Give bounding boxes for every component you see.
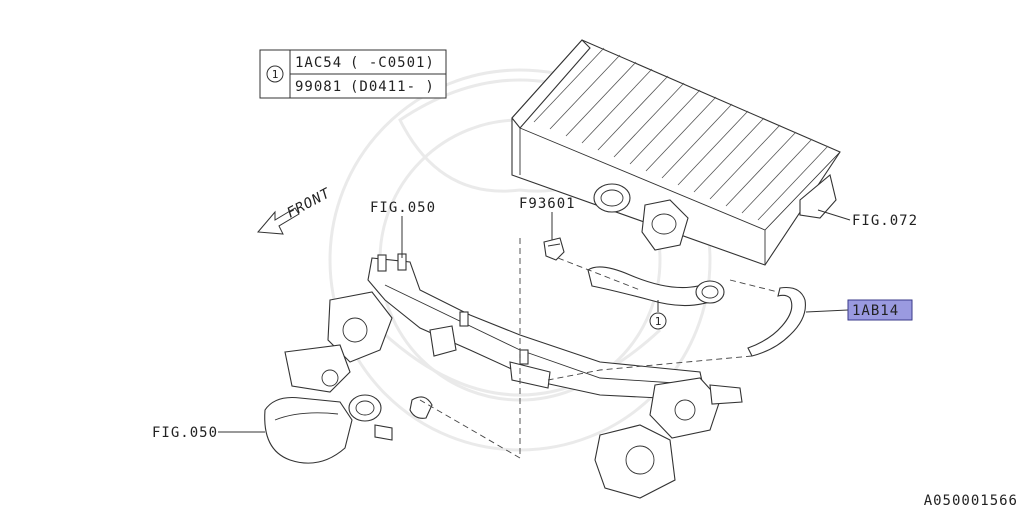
assembly-dashed-lines	[419, 238, 779, 459]
fig-050-top-label[interactable]: FIG.050	[370, 200, 436, 216]
hose-1ab14[interactable]	[747, 286, 806, 357]
leader-lines	[218, 209, 851, 433]
part-range-2: (D0411- )	[350, 79, 435, 95]
clip-f93601[interactable]	[543, 237, 565, 261]
callout-ref-number: 1	[655, 315, 662, 328]
highlight-1ab14[interactable]: 1AB14	[847, 299, 913, 321]
f93601-label[interactable]: F93601	[519, 196, 576, 212]
front-label: FRONT	[284, 185, 334, 222]
ref-circle	[266, 65, 284, 83]
air-intake-duct[interactable]	[264, 394, 433, 464]
intercooler[interactable]	[511, 39, 841, 266]
intake-manifold[interactable]	[284, 253, 743, 499]
parts-table: 1 1AC54 ( -C0501) 99081 (D0411- )	[259, 49, 447, 99]
table-ref-number: 1	[272, 68, 279, 81]
fig-050-left-label[interactable]: FIG.050	[152, 425, 218, 441]
part-number-1[interactable]: 1AC54	[295, 55, 342, 71]
fig-072-label[interactable]: FIG.072	[852, 213, 918, 229]
part-range-1: ( -C0501)	[350, 55, 435, 71]
front-arrow: FRONT	[256, 185, 334, 235]
intercooler-fins	[533, 47, 829, 221]
diagram-id: A050001566	[924, 493, 1018, 509]
hose-ref-1[interactable]	[587, 266, 725, 307]
part-number-2[interactable]: 99081	[295, 79, 342, 95]
highlight-part-label: 1AB14	[852, 303, 899, 319]
callout-ref-1[interactable]: 1	[649, 312, 667, 330]
